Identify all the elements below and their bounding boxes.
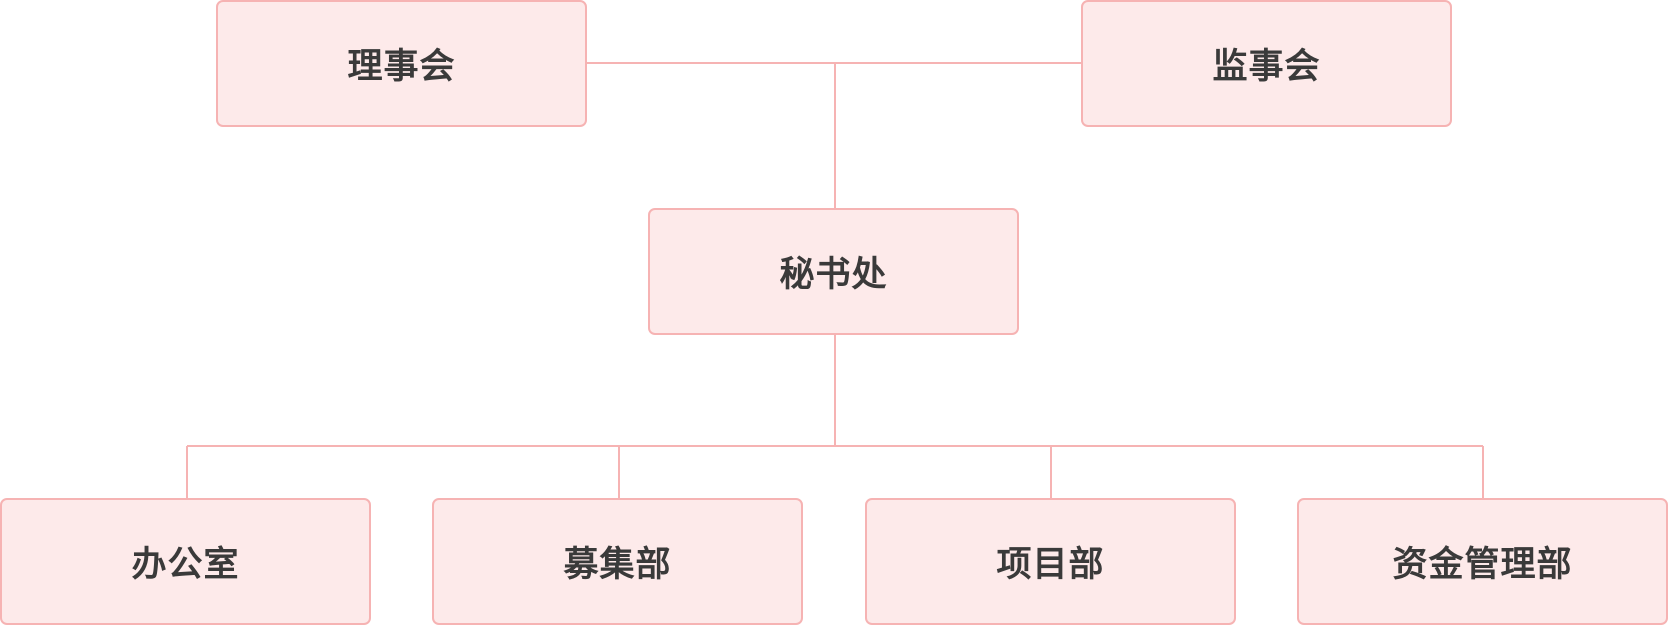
node-finance: 资金管理部: [1297, 498, 1668, 625]
node-supervisors: 监事会: [1081, 0, 1452, 127]
node-projects: 项目部: [865, 498, 1236, 625]
node-projects-label: 项目部: [996, 545, 1105, 585]
node-supervisors-label: 监事会: [1212, 47, 1321, 87]
node-board: 理事会: [216, 0, 587, 127]
node-board-label: 理事会: [347, 47, 456, 87]
node-finance-label: 资金管理部: [1392, 545, 1573, 585]
node-office: 办公室: [0, 498, 371, 625]
node-fundraising-label: 募集部: [563, 545, 672, 585]
node-office-label: 办公室: [131, 545, 240, 585]
node-secretariat: 秘书处: [648, 208, 1019, 335]
node-fundraising: 募集部: [432, 498, 803, 625]
node-secretariat-label: 秘书处: [779, 255, 888, 295]
